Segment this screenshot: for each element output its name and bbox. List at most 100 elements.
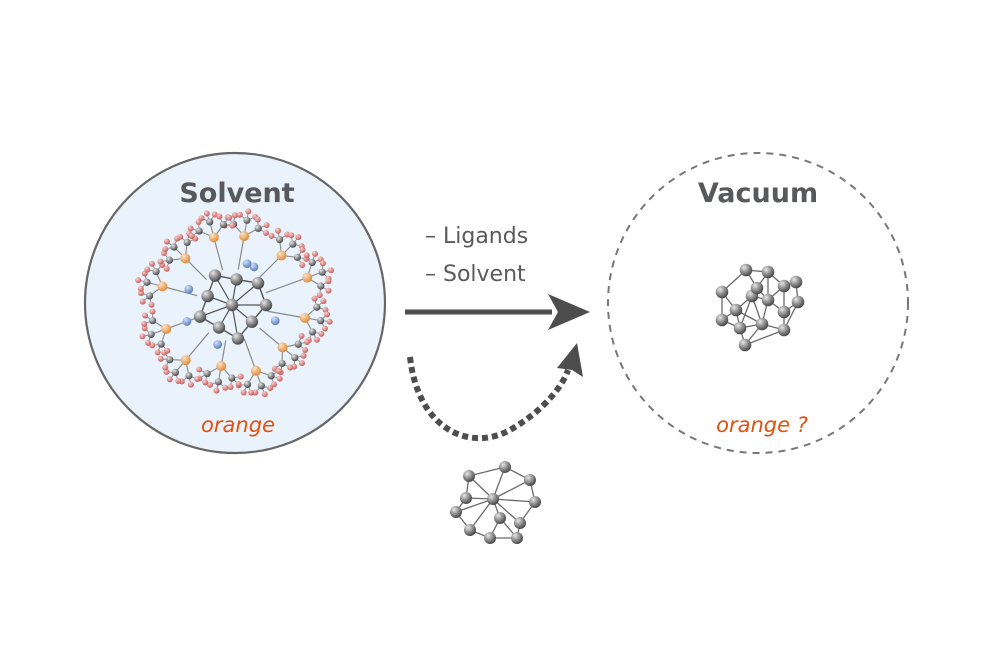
oxygen-atom	[303, 252, 310, 259]
oxygen-atom	[196, 366, 203, 373]
solvent-title: Solvent	[179, 178, 294, 209]
metal-atom	[225, 298, 239, 312]
oxygen-atom	[322, 306, 329, 313]
carbon-atom	[293, 253, 301, 261]
oxygen-atom	[295, 234, 302, 241]
oxygen-atom	[188, 233, 195, 240]
oxygen-atom	[298, 332, 305, 339]
oxygen-atom	[324, 311, 331, 318]
atom	[464, 524, 476, 536]
oxygen-atom	[326, 318, 333, 325]
oxygen-atom	[148, 301, 155, 308]
phosphorus-atom	[157, 281, 168, 292]
phosphorus-atom	[276, 250, 287, 261]
carbon-atom	[313, 303, 321, 311]
oxygen-atom	[320, 298, 327, 305]
atom	[761, 265, 775, 279]
oxygen-atom	[142, 312, 149, 319]
bond	[267, 310, 305, 319]
oxygen-atom	[213, 387, 220, 394]
oxygen-atom	[319, 260, 326, 267]
bond	[744, 329, 785, 346]
oxygen-atom	[268, 232, 275, 239]
carbon-atom	[243, 380, 252, 389]
atom	[777, 305, 791, 319]
metal-atom	[212, 321, 226, 334]
atom	[750, 281, 764, 295]
carbon-atom	[166, 356, 174, 364]
oxygen-atom	[135, 277, 142, 284]
bare-cluster-3d-icon	[715, 263, 805, 352]
bond	[185, 332, 210, 361]
oxygen-atom	[139, 333, 146, 340]
oxygen-atom	[325, 287, 332, 294]
carbon-atom	[148, 316, 157, 325]
oxygen-atom	[318, 330, 325, 337]
oxygen-atom	[237, 373, 244, 380]
oxygen-atom	[203, 210, 210, 217]
phosphorus-atom	[216, 361, 227, 372]
carbon-atom	[152, 268, 160, 276]
oxygen-atom	[164, 347, 171, 354]
phosphorus-atom	[250, 365, 261, 376]
oxygen-atom	[235, 380, 242, 387]
metal-atom	[201, 289, 214, 303]
removed-ligands-label: – Ligands	[425, 224, 528, 249]
bond	[237, 235, 245, 270]
metal-atom	[259, 298, 273, 312]
vacuum-color-label: orange ?	[716, 413, 808, 437]
oxygen-atom	[325, 278, 332, 285]
atom	[715, 313, 729, 327]
oxygen-atom	[166, 376, 173, 383]
carbon-atom	[228, 374, 236, 382]
atom	[463, 470, 475, 482]
carbon-atom	[254, 224, 262, 233]
oxygen-atom	[312, 250, 319, 257]
oxygen-atom	[229, 222, 236, 229]
carbon-atom	[203, 370, 211, 378]
oxygen-atom	[198, 215, 205, 222]
atom	[777, 279, 791, 293]
atom	[487, 493, 499, 505]
carbon-atom	[165, 256, 174, 264]
carbon-atom	[183, 238, 191, 247]
oxygen-atom	[202, 379, 209, 386]
carbon-atom	[317, 282, 325, 290]
atom	[494, 512, 506, 524]
bond	[492, 498, 521, 524]
oxygen-atom	[327, 267, 334, 274]
vacuum-circle	[607, 152, 909, 454]
rearrangement-arrow	[407, 343, 583, 442]
phosphorus-atom	[277, 342, 288, 353]
bond	[468, 466, 506, 477]
bond	[265, 277, 308, 294]
oxygen-atom	[245, 208, 252, 215]
atom	[484, 532, 496, 544]
oxygen-atom	[138, 290, 145, 297]
bond	[243, 338, 257, 371]
oxygen-atom	[157, 258, 164, 265]
oxygen-atom	[262, 229, 269, 236]
carbon-atom	[257, 382, 266, 390]
oxygen-atom	[227, 383, 234, 390]
oxygen-atom	[175, 377, 182, 384]
oxygen-atom	[148, 260, 155, 267]
oxygen-atom	[157, 355, 164, 362]
bond	[259, 327, 283, 348]
carbon-atom	[171, 368, 180, 377]
atom	[761, 293, 775, 307]
metal-atom	[230, 273, 243, 286]
atom	[511, 532, 523, 544]
phosphorus-atom	[208, 232, 219, 243]
bond	[162, 285, 198, 297]
atom	[738, 338, 752, 352]
metal-atom	[245, 315, 259, 328]
ligand-protected-cluster-icon	[135, 208, 334, 398]
atom	[733, 321, 747, 335]
atom	[739, 263, 753, 277]
oxygen-atom	[207, 381, 214, 388]
carbon-atom	[214, 378, 223, 386]
oxygen-atom	[263, 222, 270, 229]
carbon-atom	[289, 240, 297, 248]
